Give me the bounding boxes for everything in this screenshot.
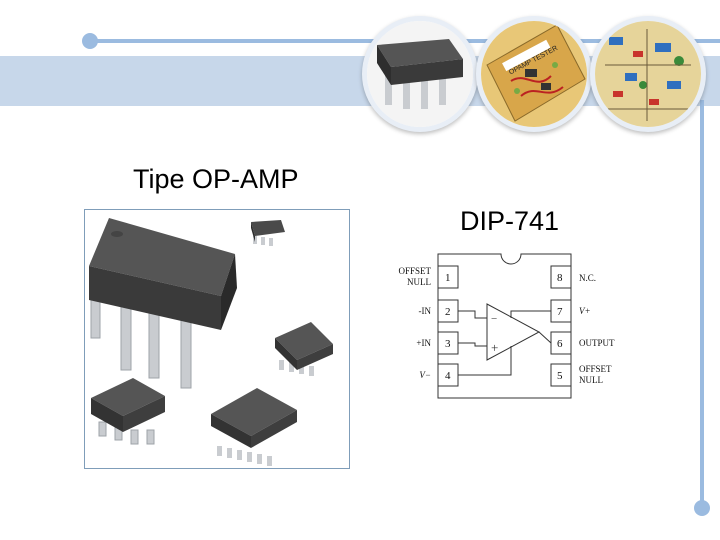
pin-label: OUTPUT [579, 338, 615, 348]
pin-label: OFFSET [579, 364, 612, 374]
pin-number: 2 [445, 306, 451, 318]
inverting-sign: − [491, 313, 497, 325]
slide-title: Tipe OP-AMP [133, 164, 299, 194]
pin-number: 5 [557, 370, 563, 382]
tssop-chip-image [211, 388, 297, 466]
opamp-packages-photo [84, 209, 350, 469]
pin-label: +IN [416, 338, 431, 348]
rule-endpoint-dot [694, 500, 710, 516]
ic-chip-photo [362, 16, 478, 132]
pin-label: V+ [579, 306, 591, 316]
diagram-title: DIP-741 [460, 206, 560, 236]
pin-number: 8 [557, 272, 563, 284]
dip8-chip-image [89, 218, 237, 389]
pin-label: V− [419, 370, 431, 380]
opamp-symbol [458, 303, 552, 376]
pin-label: N.C. [579, 273, 596, 283]
pin-label: OFFSET [398, 266, 431, 276]
circuit-board-photo [590, 16, 706, 132]
noninverting-sign: + [491, 340, 498, 355]
right-rule [700, 100, 704, 505]
pin-label: -IN [419, 306, 432, 316]
pin-number: 7 [557, 306, 563, 318]
rule-endpoint-dot [82, 33, 98, 49]
pin-number: 1 [445, 272, 451, 284]
soic-chip-image [251, 220, 285, 246]
dip741-pinout-diagram: − + 1 2 3 4 8 7 6 5 OFFSET NULL -IN +IN … [383, 248, 645, 403]
soic8-chip-image [91, 378, 165, 445]
pin-label: NULL [407, 277, 431, 287]
pin-number: 3 [445, 338, 451, 350]
pin-number: 4 [445, 370, 451, 382]
pin-number: 6 [557, 338, 563, 350]
opamp-tester-board-photo: OPAMP TESTER [476, 16, 592, 132]
pin-label: NULL [579, 375, 603, 385]
msop-chip-image [275, 322, 333, 376]
